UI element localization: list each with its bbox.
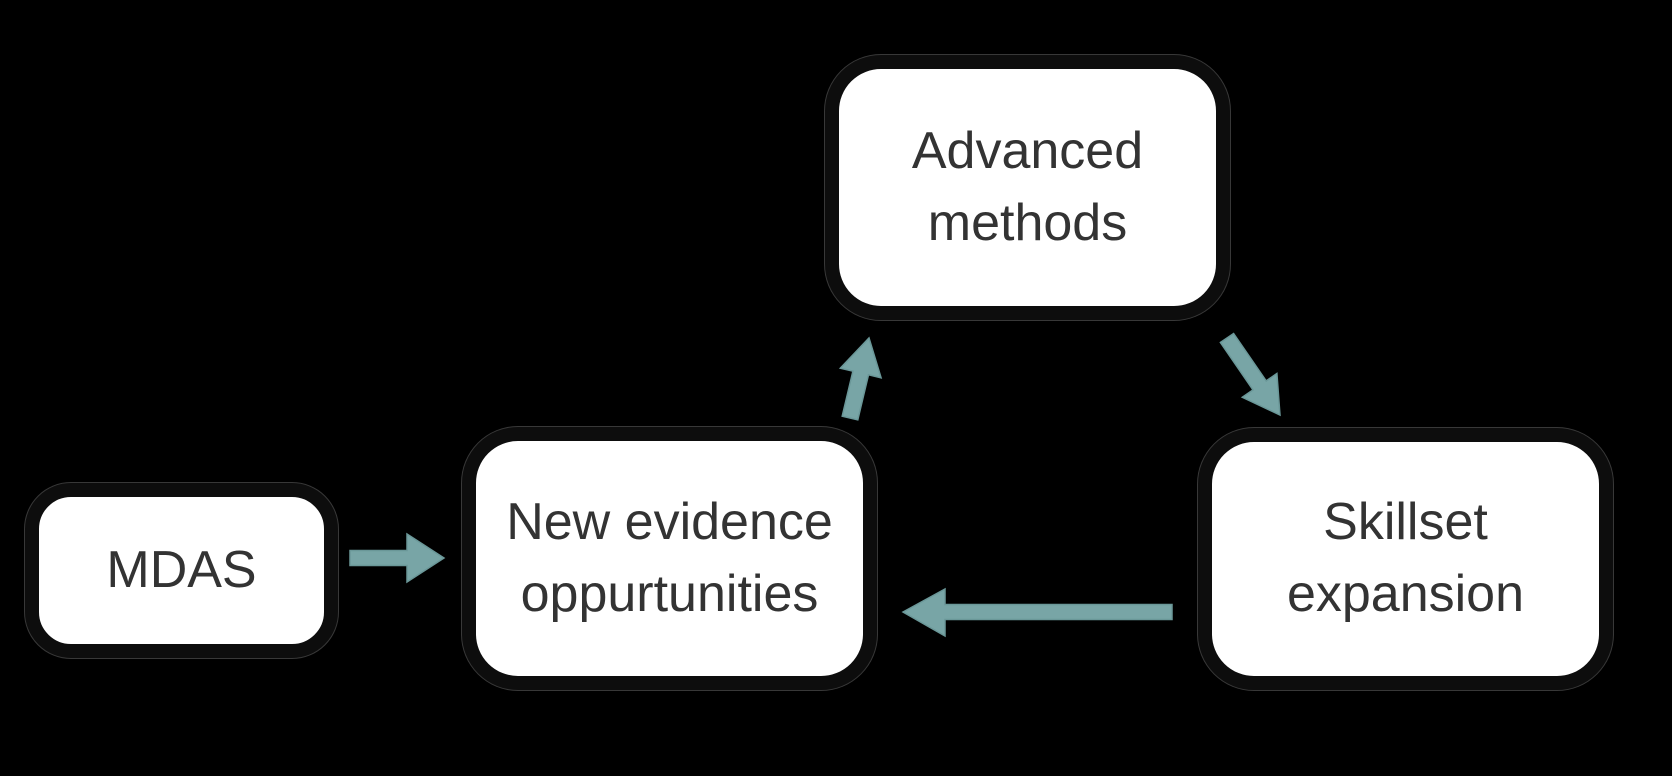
- node-skillset-expansion: Skillset expansion: [1198, 428, 1613, 690]
- node-new-evidence-oppurtunities: New evidence oppurtunities: [462, 427, 877, 690]
- arrow-new-evidence-to-advanced-methods-icon: [838, 336, 883, 421]
- arrow-mdas-to-new-evidence-icon: [349, 532, 446, 584]
- node-new-evidence-oppurtunities-label: New evidence oppurtunities: [506, 492, 833, 623]
- arrow-advanced-methods-to-skillset-icon: [1219, 332, 1281, 417]
- node-mdas-label: MDAS: [106, 540, 257, 599]
- node-skillset-expansion-label: Skillset expansion: [1286, 493, 1525, 623]
- arrow-skillset-to-new-evidence-icon: [901, 587, 1173, 638]
- node-advanced-methods-label: Advanced methods: [911, 121, 1144, 252]
- node-mdas: MDAS: [25, 483, 338, 658]
- node-advanced-methods: Advanced methods: [825, 55, 1230, 320]
